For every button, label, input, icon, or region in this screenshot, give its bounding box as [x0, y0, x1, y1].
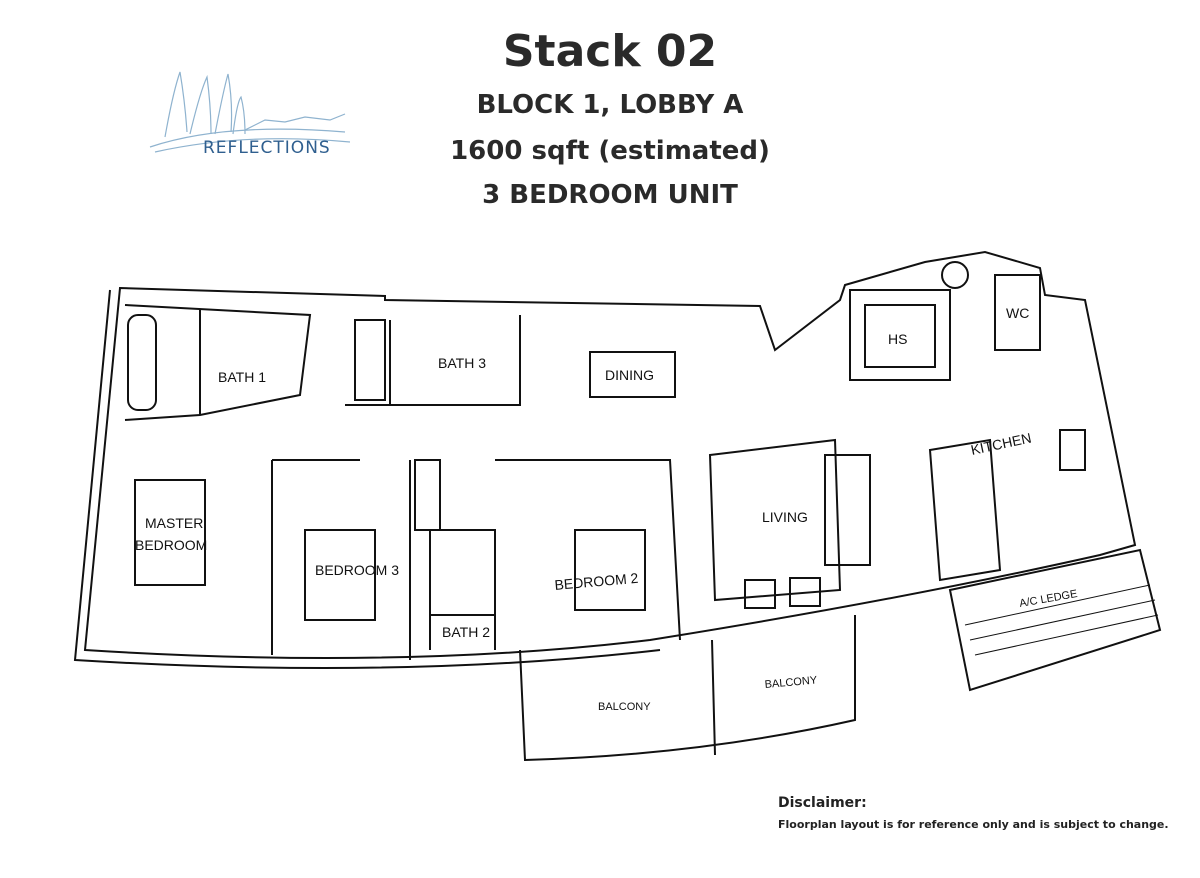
room-label-bath2: BATH 2 — [442, 624, 490, 640]
reflections-logo — [149, 71, 351, 153]
sofa — [824, 454, 871, 566]
hs-room — [849, 289, 951, 381]
room-label-balcony-2: BALCONY — [764, 674, 818, 691]
wardrobe — [354, 319, 386, 401]
kitchen-counter — [928, 438, 1002, 582]
disclaimer-text: Floorplan layout is for reference only a… — [778, 818, 1169, 831]
room-label-dining: DINING — [605, 367, 654, 383]
bedroom2-bed — [574, 529, 646, 611]
unit-area: 1600 sqft (estimated) — [450, 136, 770, 166]
bath2-wall — [429, 529, 496, 650]
room-label-hs: HS — [888, 331, 907, 347]
room-label-bath1: BATH 1 — [218, 369, 266, 385]
bedroom2-wall — [495, 459, 681, 641]
dining-table — [589, 351, 676, 398]
room-label-bath3: BATH 3 — [438, 355, 486, 371]
unit-type: 3 BEDROOM UNIT — [482, 180, 738, 210]
room-label-bedroom3: BEDROOM 3 — [315, 562, 399, 578]
bath3-wall — [345, 315, 521, 406]
room-label-kitchen: KITCHEN — [969, 430, 1032, 458]
bath1-wall — [124, 304, 312, 421]
outer-wall — [83, 250, 1137, 659]
ac-ledge-wall — [948, 548, 1162, 692]
bathtub — [127, 314, 157, 411]
living-rug — [708, 438, 842, 602]
master-bed — [134, 479, 206, 586]
room-label-master: MASTER — [145, 515, 203, 531]
room-label-living: LIVING — [762, 509, 808, 525]
logo-wordmark: REFLECTIONS — [203, 138, 331, 158]
wc-room — [994, 274, 1041, 351]
disclaimer-heading: Disclaimer: — [778, 795, 867, 811]
room-label-balcony-1: BALCONY — [598, 701, 651, 713]
stack-title: Stack 02 — [502, 26, 718, 77]
room-label-bedroom2: BEDROOM 2 — [554, 570, 639, 593]
balcony-wall — [519, 615, 856, 762]
bedroom3-bed — [304, 529, 376, 621]
room-label-master-bedroom: BEDROOM — [135, 537, 207, 553]
bedroom3-wall — [271, 459, 411, 660]
room-label-wc: WC — [1006, 305, 1029, 321]
block-lobby: BLOCK 1, LOBBY A — [476, 90, 744, 120]
